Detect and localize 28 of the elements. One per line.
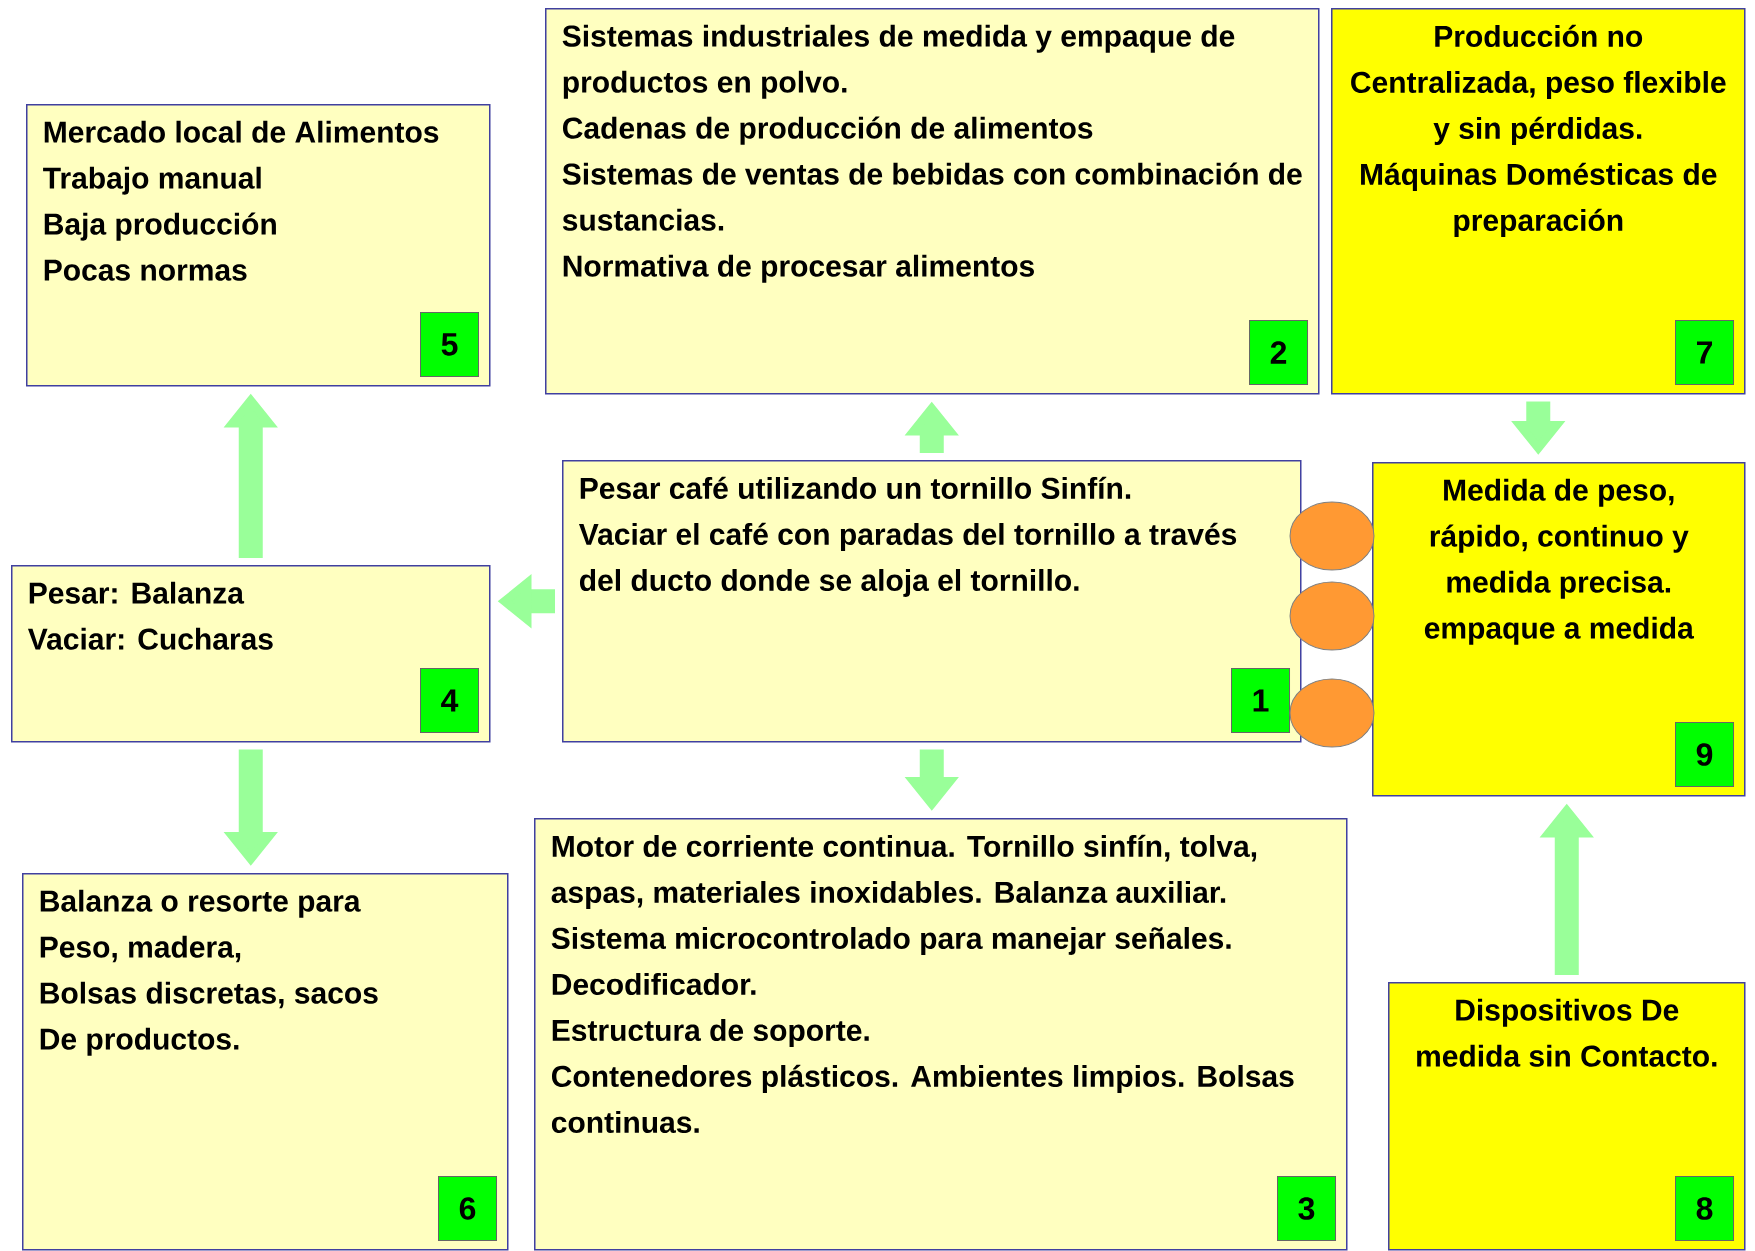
- number-badge: 9: [1675, 722, 1734, 787]
- node-label: Trabajo manual: [43, 166, 261, 195]
- ellipse: [1289, 678, 1375, 748]
- number-badge: 8: [1675, 1176, 1734, 1241]
- node-label: Estructura de soporte.: [552, 1019, 869, 1047]
- node-label: Baja producción: [44, 212, 276, 241]
- node-label: Sistema microcontrolado para manejar señales. Decodificador.: [551, 927, 1231, 996]
- node-label: Sistemas industriales de medida y empaque de productos en polvo.: [562, 24, 1235, 99]
- number-badge: 2: [1249, 320, 1308, 385]
- node-label: Peso, madera,: [40, 935, 241, 963]
- node-label: Motor de corriente continua. Tornillo sinfín, tolva, aspas, materiales inoxidables. Balanza auxiliar.: [551, 834, 1257, 909]
- number-badge: 4: [420, 668, 479, 733]
- node-label: De productos.: [40, 1027, 239, 1056]
- number-badge: 5: [420, 312, 479, 377]
- number-badge: 3: [1277, 1176, 1336, 1241]
- number-badge: 6: [438, 1176, 497, 1241]
- node-label: Contenedores plásticos. Ambientes limpios. Bolsas continuas.: [551, 1064, 1294, 1134]
- ellipse: [1289, 501, 1375, 571]
- node-label: Cadenas de producción de alimentos: [562, 116, 1093, 145]
- number-badge: 1: [1231, 668, 1290, 733]
- node-label: Mercado local de Alimentos: [44, 120, 439, 143]
- node-label: Bolsas discretas, sacos: [40, 981, 378, 1009]
- node-label: Pocas normas: [44, 259, 247, 281]
- ellipse: [1289, 581, 1375, 651]
- node-label: Normativa de procesar alimentos: [563, 254, 1034, 283]
- number-badge: 7: [1675, 320, 1734, 385]
- node-label: Balanza o resorte para: [40, 889, 361, 918]
- node-label: Sistemas de ventas de bebidas con combinación de sustancias.: [562, 162, 1302, 231]
